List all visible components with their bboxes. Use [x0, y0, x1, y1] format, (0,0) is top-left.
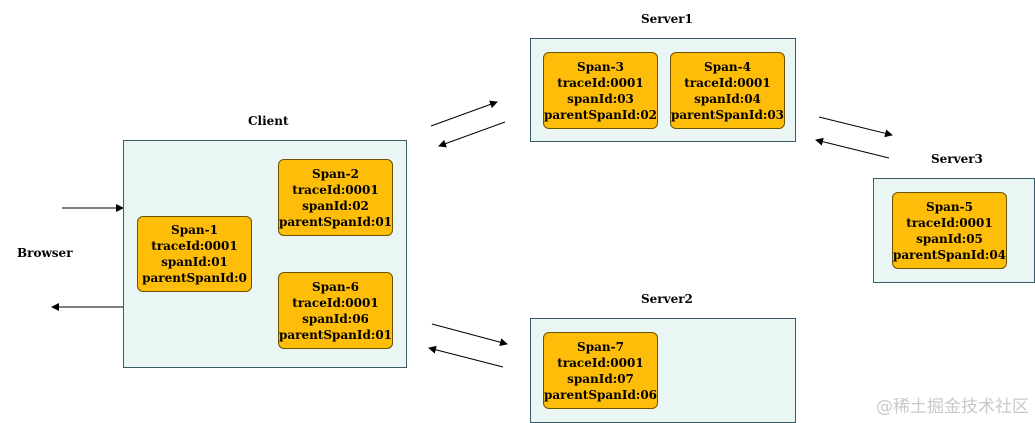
- span-6-box: Span-6 traceId:0001 spanId:06 parentSpan…: [278, 272, 393, 349]
- span-id: spanId:03: [567, 91, 634, 106]
- span-id: spanId:05: [916, 231, 983, 246]
- arrow-server3-to-server1: [815, 137, 890, 159]
- server3-label: Server3: [931, 152, 983, 166]
- server2-label: Server2: [641, 292, 693, 306]
- parent-span-id: parentSpanId:01: [278, 327, 393, 342]
- trace-id: traceId:0001: [292, 295, 379, 310]
- trace-id: traceId:0001: [906, 215, 993, 230]
- parent-span-id: parentSpanId:06: [543, 387, 658, 402]
- span-name: Span-2: [312, 166, 359, 181]
- watermark: @稀土掘金技术社区: [876, 397, 1029, 417]
- span-name: Span-3: [577, 59, 624, 74]
- arrow-server1-to-server3: [818, 116, 893, 138]
- span-7-box: Span-7 traceId:0001 spanId:07 parentSpan…: [543, 332, 658, 409]
- parent-span-id: parentSpanId:02: [543, 107, 658, 122]
- span-2-box: Span-2 traceId:0001 spanId:02 parentSpan…: [278, 159, 393, 236]
- span-name: Span-4: [704, 59, 751, 74]
- span-id: spanId:01: [161, 255, 228, 269]
- span-id: spanId:07: [567, 371, 634, 386]
- span-id: spanId:06: [302, 311, 369, 326]
- span-id: spanId:02: [302, 198, 369, 213]
- trace-id: traceId:0001: [684, 75, 771, 90]
- server1-label: Server1: [641, 12, 693, 26]
- client-label: Client: [248, 114, 289, 128]
- span-name: Span-5: [926, 199, 973, 214]
- browser-label: Browser: [17, 246, 73, 260]
- span-name: Span-6: [312, 279, 359, 294]
- trace-id: traceId:0001: [557, 355, 644, 370]
- trace-id: traceId:0001: [151, 239, 238, 253]
- parent-span-id: parentSpanId:0: [142, 271, 247, 285]
- arrow-server1-to-client: [438, 121, 506, 148]
- span-4-box: Span-4 traceId:0001 spanId:04 parentSpan…: [670, 52, 785, 129]
- span-id: spanId:04: [694, 91, 761, 106]
- span-name: Span-7: [577, 339, 624, 354]
- span-1-box: Span-1 traceId:0001 spanId:01 parentSpan…: [137, 216, 252, 292]
- trace-id: traceId:0001: [557, 75, 644, 90]
- parent-span-id: parentSpanId:04: [892, 247, 1007, 262]
- parent-span-id: parentSpanId:01: [278, 214, 393, 229]
- parent-span-id: parentSpanId:03: [670, 107, 785, 122]
- span-3-box: Span-3 traceId:0001 spanId:03 parentSpan…: [543, 52, 658, 129]
- trace-id: traceId:0001: [292, 182, 379, 197]
- arrow-client-to-server2: [431, 323, 508, 347]
- span-name: Span-1: [171, 223, 218, 237]
- span-5-box: Span-5 traceId:0001 spanId:05 parentSpan…: [892, 192, 1007, 269]
- arrow-server2-to-client: [428, 345, 504, 368]
- arrow-client-to-server1: [430, 100, 498, 127]
